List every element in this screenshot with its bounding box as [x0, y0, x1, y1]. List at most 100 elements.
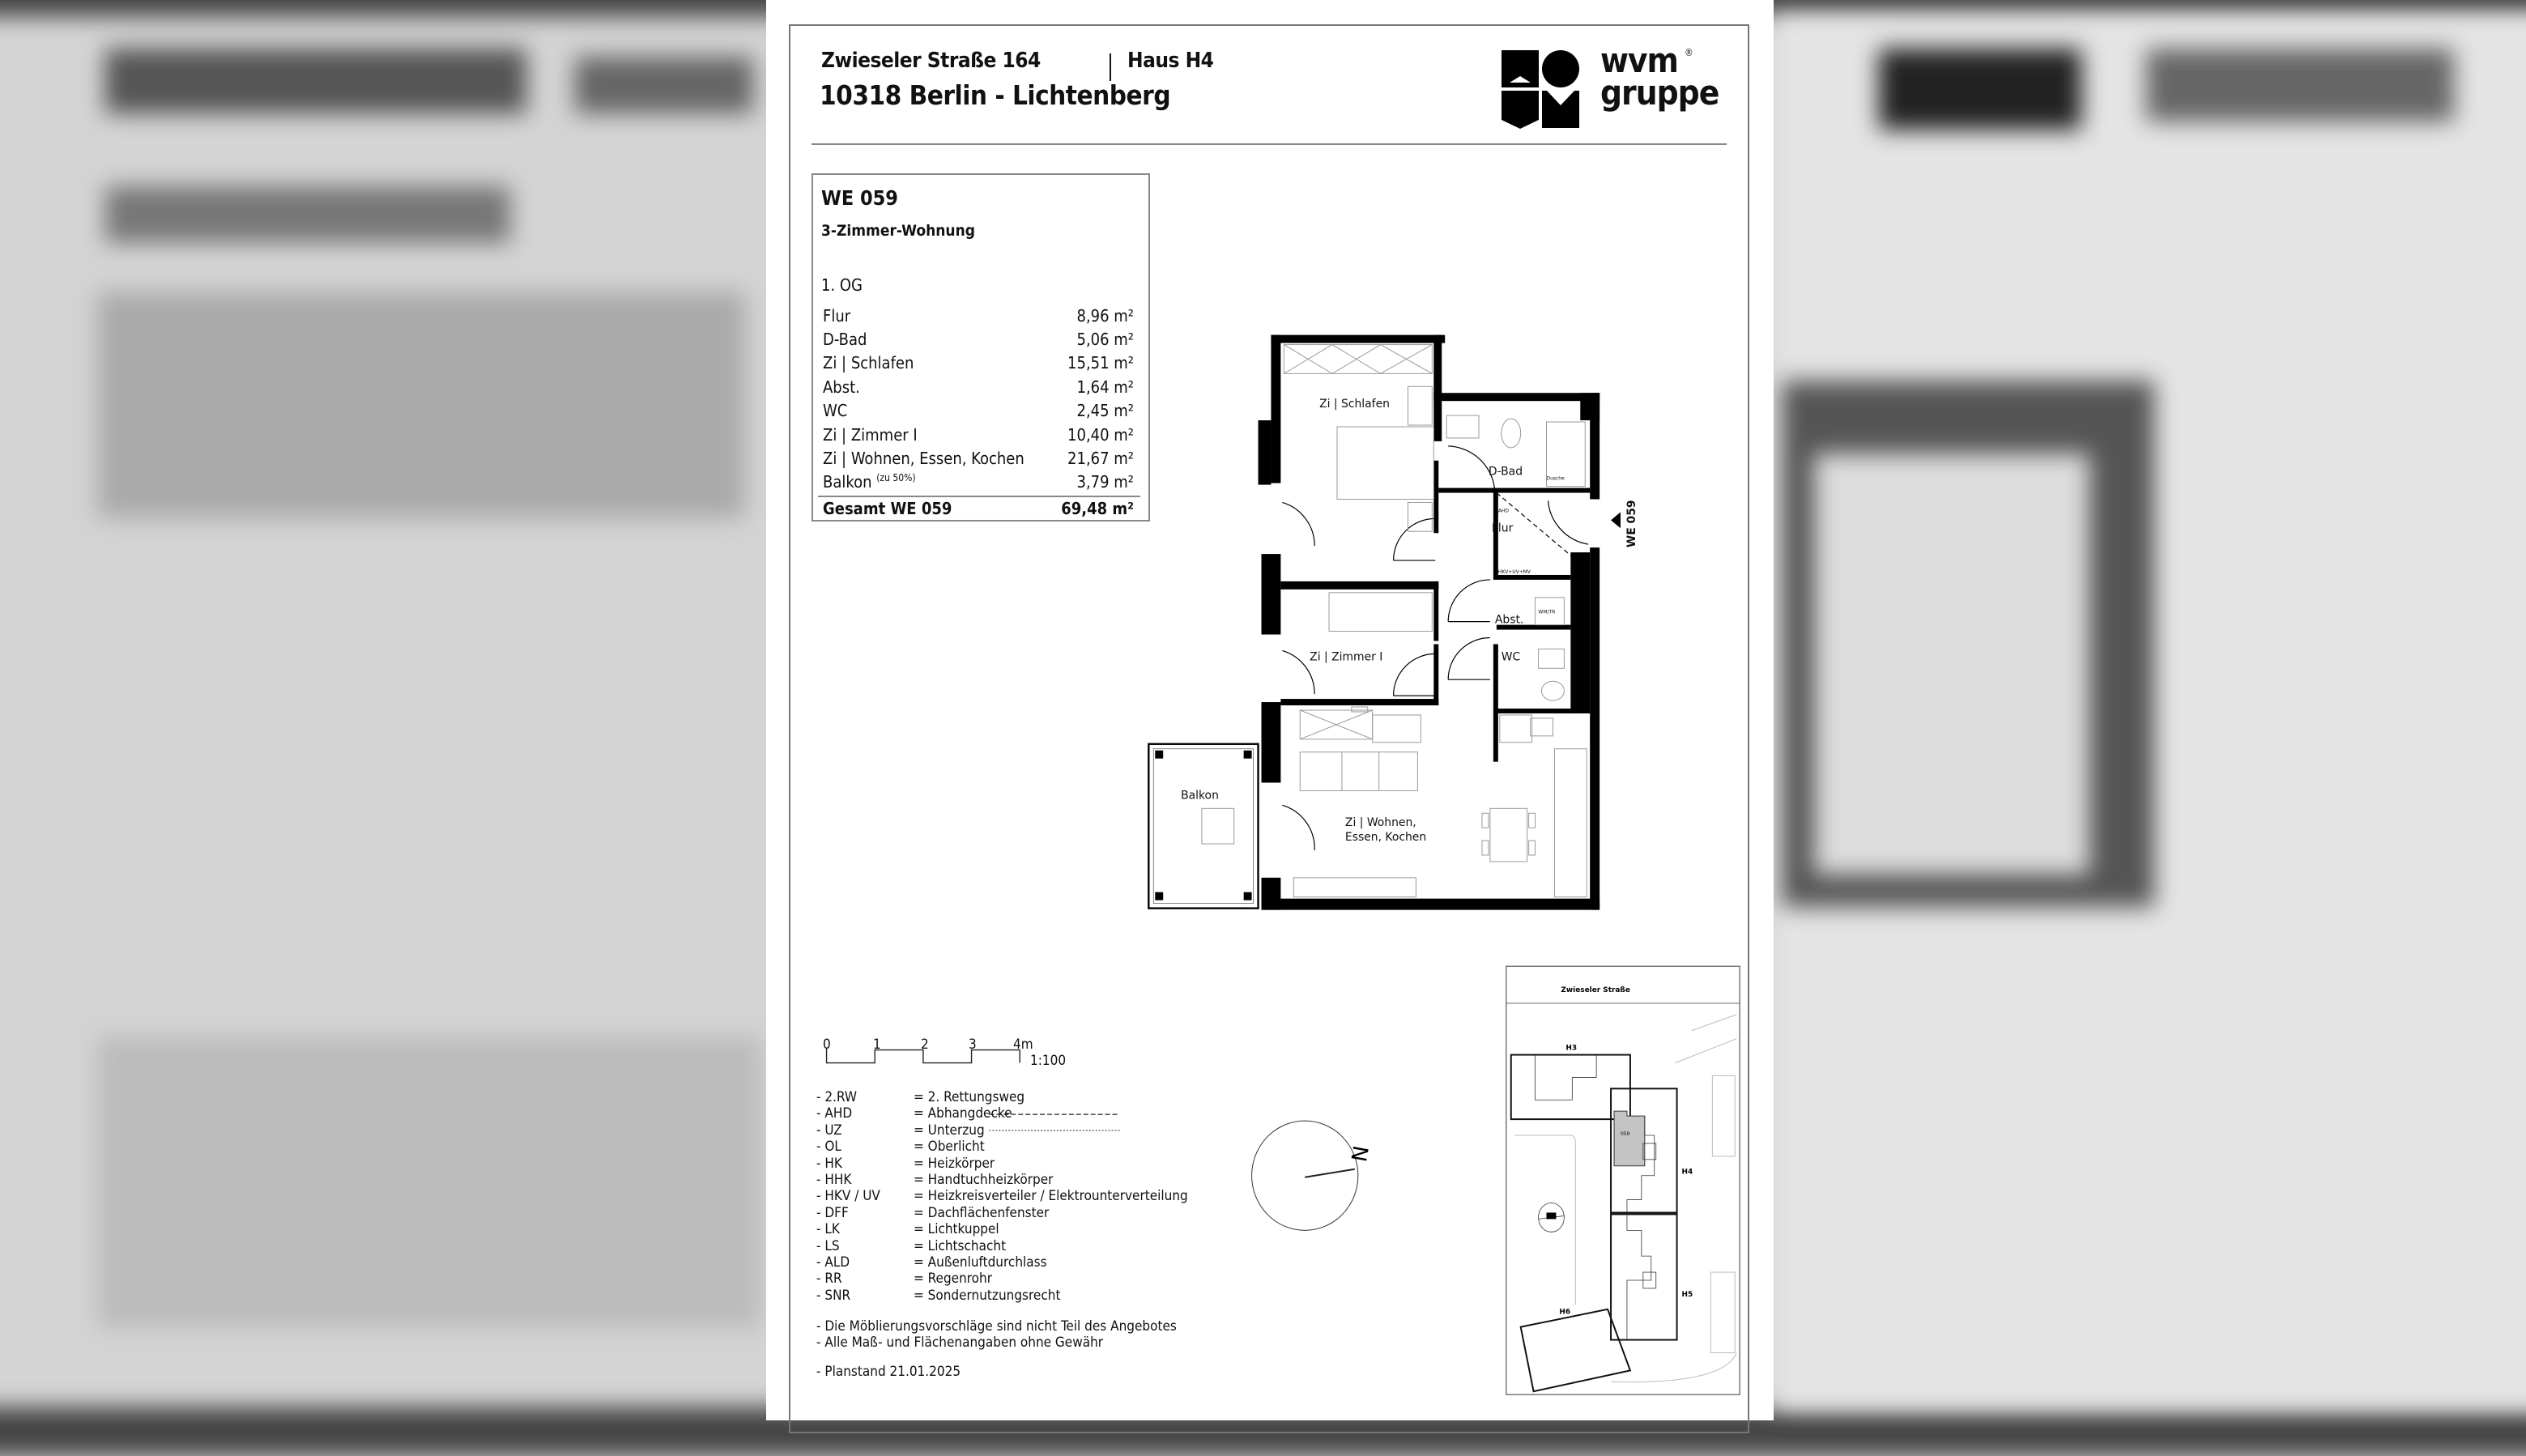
legend-abbr: - 2.RW: [816, 1089, 858, 1105]
balcony-table: [1201, 807, 1235, 845]
planstand: - Planstand 21.01.2025: [816, 1364, 961, 1380]
wall: [1433, 581, 1439, 641]
note: - Alle Maß- und Flächenangaben ohne Gewä…: [816, 1335, 1104, 1351]
balcony: [1148, 743, 1259, 909]
room-row: D-Bad 5,06 m²: [823, 330, 1134, 351]
legend-text: = Heizkreisverteiler / Elektrounterverte…: [914, 1188, 1188, 1205]
wardrobe: [1283, 344, 1433, 374]
total-row: Gesamt WE 059 69,48 m²: [823, 499, 1134, 520]
room-area: 1,64 m²: [1076, 377, 1135, 397]
building-h4: [1610, 1088, 1678, 1214]
wall: [1493, 492, 1498, 580]
room-label: Essen, Kochen: [1345, 831, 1426, 844]
legend-abbr: - OL: [816, 1139, 841, 1156]
wall: [1433, 393, 1600, 402]
logo-registered: ®: [1685, 47, 1693, 58]
room-name: WC: [823, 401, 848, 420]
background-blur: [2146, 49, 2454, 121]
ahd-line: [1496, 492, 1591, 573]
room-label: Abst.: [1495, 614, 1523, 627]
background-blur: [97, 292, 745, 518]
wall: [1493, 644, 1498, 710]
fixture-label: Dusche: [1547, 476, 1565, 482]
legend-text: = Regenrohr: [914, 1271, 993, 1288]
building-h6: [1519, 1308, 1632, 1393]
legend-abbr: - LS: [816, 1237, 840, 1254]
wall: [1261, 702, 1281, 783]
legend-abbr: - AHD: [816, 1105, 853, 1122]
building-h5: [1610, 1213, 1678, 1341]
wall: [1438, 487, 1591, 493]
legend-abbr: - HHK: [816, 1172, 852, 1188]
wall: [1570, 552, 1591, 713]
background-blur: [105, 186, 510, 243]
wall: [1433, 460, 1439, 534]
drawing-layer: Zi | Schlafen D-Bad Dusche Flur AHD HKV+…: [825, 334, 1740, 1395]
total-label: Gesamt WE 059: [823, 499, 952, 518]
room-label: WC: [1502, 650, 1520, 663]
room-name: Zi | Zimmer I: [823, 425, 918, 445]
scale-tick: 3: [969, 1037, 977, 1053]
background-blur: [1814, 453, 2089, 875]
wall: [1493, 709, 1574, 713]
sofa: [1299, 751, 1418, 791]
background-blur: [575, 57, 753, 113]
room-label: Zi | Zimmer I: [1310, 650, 1382, 663]
building-label: H3: [1565, 1045, 1577, 1053]
wall: [1258, 420, 1272, 485]
legend-abbr: - DFF: [816, 1204, 849, 1221]
kitchen-counter: [1553, 748, 1587, 898]
legend-text: = Lichtkuppel: [914, 1221, 999, 1238]
room-row: Balkon (zu 50%)3,79 m²: [823, 472, 1134, 493]
window-swing: [1282, 649, 1315, 695]
legend-text: = Dachflächenfenster: [914, 1204, 1050, 1221]
abbr-label: HKV+UV+MV: [1498, 569, 1531, 575]
header-divider: [1110, 53, 1111, 81]
total-area: 69,48 m²: [1061, 499, 1134, 518]
room-area: 2,45 m²: [1076, 401, 1135, 420]
legend-abbr: - RR: [816, 1271, 842, 1288]
scale-tick: 1: [873, 1037, 881, 1053]
legend-text: = Abhangdecke: [914, 1105, 1012, 1122]
window-swing: [1282, 804, 1315, 851]
header-rule: [811, 143, 1727, 145]
scale-ratio: 1:100: [1030, 1053, 1067, 1069]
room-area: 5,06 m²: [1076, 330, 1135, 349]
wall: [1261, 554, 1281, 635]
unit-label: 059: [1621, 1131, 1630, 1137]
room-name: Flur: [823, 306, 851, 326]
note: - Die Möblierungsvorschläge sind nicht T…: [816, 1318, 1177, 1335]
building-label: H6: [1559, 1309, 1570, 1317]
wall: [1280, 581, 1439, 590]
unit-id: WE 059: [821, 186, 898, 210]
room-name: D-Bad: [823, 330, 867, 349]
wall: [1271, 334, 1446, 343]
unit-059-highlight: [1613, 1110, 1646, 1167]
street-label: Zwieseler Straße: [1561, 986, 1630, 994]
room-note: (zu 50%): [876, 472, 916, 483]
legend-abbr: - UZ: [816, 1122, 842, 1139]
room-row: WC 2,45 m²: [823, 401, 1134, 422]
room-name: Abst.: [823, 377, 860, 397]
legend-abbr: - HKV / UV: [816, 1188, 880, 1205]
legend-text: = Lichtschacht: [914, 1237, 1007, 1254]
room-area: 15,51 m²: [1067, 353, 1134, 373]
wall: [1280, 699, 1439, 706]
entrance-arrow-icon: [1611, 512, 1621, 529]
sideboard: [1293, 877, 1416, 898]
fixture-label: WM/TR: [1539, 610, 1556, 615]
bed: [1336, 426, 1434, 500]
door-swing: [1547, 500, 1589, 545]
floor-plan: [1148, 334, 1621, 910]
room-area: 21,67 m²: [1067, 449, 1134, 468]
room-label: Balkon: [1181, 789, 1219, 802]
building-label: H4: [1682, 1169, 1693, 1177]
furniture: [1201, 344, 1587, 898]
window-swing: [1282, 501, 1315, 547]
legend-abbr: - ALD: [816, 1254, 850, 1271]
legend-text: = Oberlicht: [914, 1139, 985, 1156]
entrance-label: WE 059: [1625, 500, 1638, 547]
